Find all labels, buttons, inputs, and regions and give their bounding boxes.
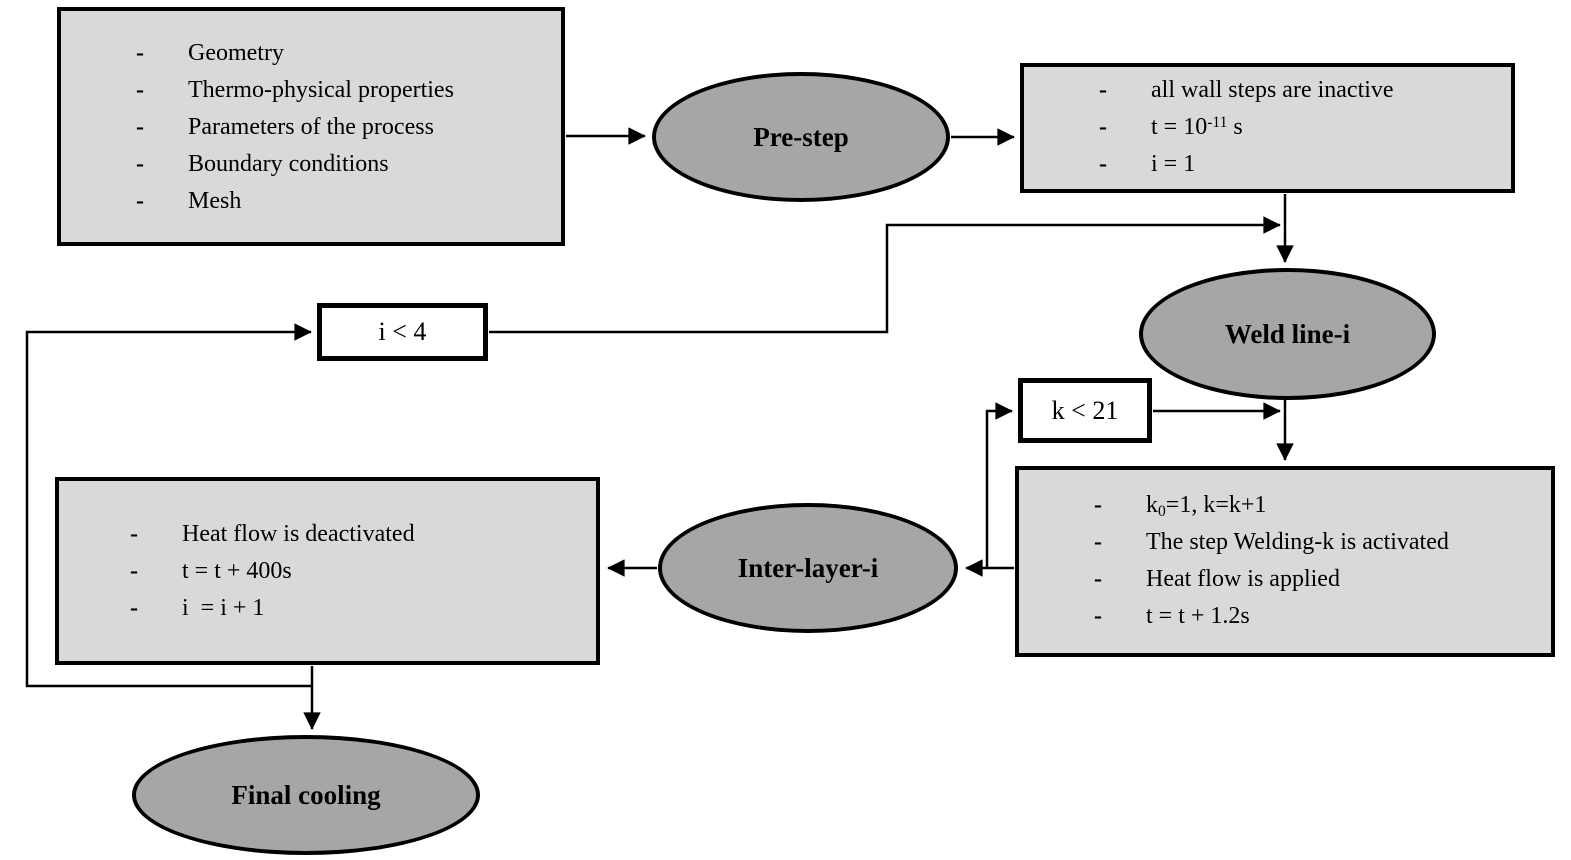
list-item: - Boundary conditions xyxy=(136,146,561,183)
node-kcheck-label: k < 21 xyxy=(1051,395,1119,425)
bullet-dash: - xyxy=(1094,492,1102,518)
node-interlayer-label: Inter-layer-i xyxy=(737,552,879,583)
bullet-dash: - xyxy=(136,188,144,214)
list-item-text: Heat flow is applied xyxy=(1146,566,1340,592)
list-item: - Geometry xyxy=(136,35,561,72)
bullet-dash: - xyxy=(136,77,144,103)
node-init-box: - all wall steps are inactive - t = 10-1… xyxy=(1020,63,1515,193)
subscript-index: 0 xyxy=(1158,502,1166,520)
list-item-text: Mesh xyxy=(188,188,242,214)
node-finalcooling-ellipse: Final cooling xyxy=(132,735,480,855)
list-item: - Mesh xyxy=(136,183,561,220)
list-item: - t = t + 400s xyxy=(130,553,596,590)
node-icheck-box: i < 4 xyxy=(317,303,488,361)
list-item-text: t = t + 400s xyxy=(182,558,292,584)
bullet-dash: - xyxy=(136,40,144,66)
list-item-text: k0=1, k=k+1 xyxy=(1146,492,1267,520)
node-weldline-label: Weld line-i xyxy=(1224,318,1351,349)
node-icheck-label: i < 4 xyxy=(378,317,427,346)
bullet-dash: - xyxy=(130,558,138,584)
list-item-text: all wall steps are inactive xyxy=(1151,77,1394,103)
bullet-dash: - xyxy=(1099,151,1107,177)
list-item-text: i = i + 1 xyxy=(182,595,265,621)
list-item: - i = 1 xyxy=(1099,146,1511,183)
list-item-text: i = 1 xyxy=(1151,151,1196,177)
list-item-text: Thermo-physical properties xyxy=(188,77,454,103)
node-prestep-label: Pre-step xyxy=(753,121,849,152)
bullet-dash: - xyxy=(136,151,144,177)
list-item: - i = i + 1 xyxy=(130,590,596,627)
list-item: - Heat flow is deactivated xyxy=(130,516,596,553)
arrow-icheck-to-weldline-junction xyxy=(489,216,1281,334)
bullet-dash: - xyxy=(136,114,144,140)
bullet-dash: - xyxy=(1094,603,1102,629)
node-weldingstep-box: - k0=1, k=k+1 - The step Welding-k is ac… xyxy=(1015,466,1555,657)
list-item: - Parameters of the process xyxy=(136,109,561,146)
list-item: - k0=1, k=k+1 xyxy=(1094,487,1551,524)
bullet-dash: - xyxy=(1094,566,1102,592)
list-item-text: The step Welding-k is activated xyxy=(1146,529,1449,555)
list-item: - t = t + 1.2s xyxy=(1094,598,1551,635)
list-item-text: Geometry xyxy=(188,40,284,66)
list-item-text: t = t + 1.2s xyxy=(1146,603,1250,629)
bullet-dash: - xyxy=(130,595,138,621)
list-item-text: Heat flow is deactivated xyxy=(182,521,415,547)
list-item-text: Boundary conditions xyxy=(188,151,389,177)
list-item: - The step Welding-k is activated xyxy=(1094,524,1551,561)
list-item: - Thermo-physical properties xyxy=(136,72,561,109)
list-item: - Heat flow is applied xyxy=(1094,561,1551,598)
bullet-dash: - xyxy=(1099,114,1107,140)
list-item-text: Parameters of the process xyxy=(188,114,434,140)
bullet-dash: - xyxy=(1099,77,1107,103)
bullet-dash: - xyxy=(130,521,138,547)
arrow-loop-to-icheck xyxy=(25,323,312,688)
list-item: - t = 10-11 s xyxy=(1099,109,1511,146)
list-item: - all wall steps are inactive xyxy=(1099,72,1511,109)
node-prestep-ellipse: Pre-step xyxy=(652,72,950,202)
node-weldline-ellipse: Weld line-i xyxy=(1139,268,1436,400)
bullet-dash: - xyxy=(1094,529,1102,555)
superscript-exponent: -11 xyxy=(1207,113,1228,131)
node-coolingstep-box: - Heat flow is deactivated - t = t + 400… xyxy=(55,477,600,665)
list-item-text: t = 10-11 s xyxy=(1151,113,1243,140)
node-finalcooling-label: Final cooling xyxy=(231,779,381,810)
arrow-branch-to-kcheck xyxy=(985,402,1013,568)
node-inputs-box: - Geometry - Thermo-physical properties … xyxy=(57,7,565,246)
node-kcheck-box: k < 21 xyxy=(1018,378,1152,443)
node-interlayer-ellipse: Inter-layer-i xyxy=(658,503,958,633)
